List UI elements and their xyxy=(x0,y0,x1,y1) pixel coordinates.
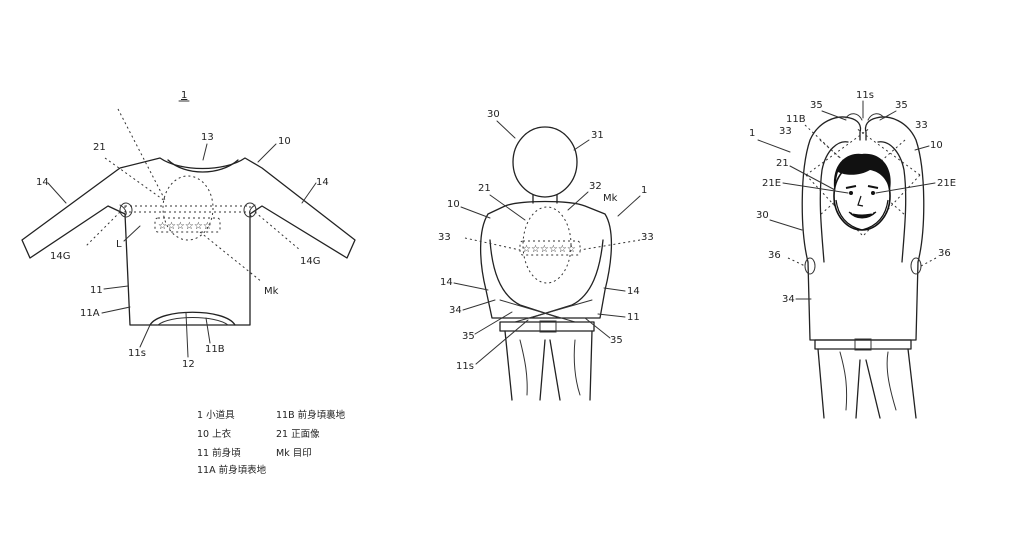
label-Mk: Mk xyxy=(264,286,279,297)
belt xyxy=(814,339,912,350)
person-legs xyxy=(817,348,917,419)
label-14g-left: 14G xyxy=(50,251,70,262)
legend: 1 小道具 10 上衣 11 前身頃 11A 前身頃表地 11B 前身頃裏地 2… xyxy=(197,409,346,476)
label-34: 34 xyxy=(449,305,462,316)
legend-item: 11A 前身頃表地 xyxy=(197,464,267,476)
label-11b: 11B xyxy=(786,114,806,125)
label-11s: 11s xyxy=(456,361,474,372)
label-1: 1 xyxy=(641,185,647,196)
label-14g-right: 14G xyxy=(300,256,320,267)
label-10: 10 xyxy=(930,140,943,151)
figure-2-person-arms-crossed: ☆☆☆☆☆☆ 30 31 21 32 1 Mk 10 33 33 14 14 3… xyxy=(438,109,654,401)
label-11s: 11s xyxy=(128,348,146,359)
label-21: 21 xyxy=(776,158,789,169)
label-35-right: 35 xyxy=(610,335,623,346)
person-shirt xyxy=(480,200,613,319)
face-portrait xyxy=(833,153,891,231)
marker-stars: ☆☆☆☆☆☆ xyxy=(158,221,212,232)
label-10: 10 xyxy=(447,199,460,210)
label-11s: 11s xyxy=(856,90,874,101)
shirt-collar xyxy=(167,159,239,173)
label-32: 32 xyxy=(589,181,602,192)
label-1: 1 xyxy=(749,128,755,139)
marker-stars: ☆☆☆☆☆☆ xyxy=(522,244,576,255)
person-legs xyxy=(504,330,593,401)
legend-item: Mk 目印 xyxy=(276,447,312,459)
label-35-right: 35 xyxy=(895,100,908,111)
label-30: 30 xyxy=(756,210,769,221)
label-30: 30 xyxy=(487,109,500,120)
label-14-right: 14 xyxy=(627,286,640,297)
label-14-right: 14 xyxy=(316,177,329,188)
label-10: 10 xyxy=(278,136,291,147)
label-21e-right: 21E xyxy=(937,178,956,189)
label-36-right: 36 xyxy=(938,248,951,259)
face-area-dotted xyxy=(162,175,214,241)
label-21e-left: 21E xyxy=(762,178,781,189)
label-36-left: 36 xyxy=(768,250,781,261)
label-21: 21 xyxy=(93,142,106,153)
face-area-dotted xyxy=(522,206,572,284)
label-11a: 11A xyxy=(80,308,100,319)
legend-item: 21 正面像 xyxy=(276,428,320,440)
label-13: 13 xyxy=(201,132,214,143)
figure-1-shirt: 1 ☆☆☆☆☆☆ 13 10 21 14 14 14G xyxy=(21,90,356,370)
label-33-right: 33 xyxy=(915,120,928,131)
label-12: 12 xyxy=(182,359,195,370)
label-11b: 11B xyxy=(205,344,225,355)
label-21: 21 xyxy=(478,183,491,194)
legend-item: 11B 前身頃裏地 xyxy=(276,409,346,421)
legend-item: 11 前身頃 xyxy=(197,447,241,459)
label-11: 11 xyxy=(627,312,640,323)
label-34: 34 xyxy=(782,294,795,305)
label-14-left: 14 xyxy=(36,177,49,188)
figure-1-title: 1 xyxy=(181,90,187,101)
person-shirt xyxy=(807,261,919,341)
shirt-hem-lining xyxy=(149,311,236,326)
shirt-outline xyxy=(21,157,356,326)
label-35-left: 35 xyxy=(810,100,823,111)
label-11: 11 xyxy=(90,285,103,296)
label-33-left: 33 xyxy=(779,126,792,137)
belt xyxy=(499,321,595,332)
label-33-right: 33 xyxy=(641,232,654,243)
label-L: L xyxy=(116,239,122,250)
label-14-left: 14 xyxy=(440,277,453,288)
label-31: 31 xyxy=(591,130,604,141)
legend-item: 1 小道具 xyxy=(197,409,235,421)
raised-arms xyxy=(801,116,925,263)
label-35-left: 35 xyxy=(462,331,475,342)
person-head xyxy=(512,126,578,198)
figure-3-person-arms-raised: 11s 35 35 11B 1 33 33 10 21 21E 21E 30 3… xyxy=(749,90,956,419)
legend-item: 10 上衣 xyxy=(197,428,232,440)
label-Mk: Mk xyxy=(603,193,618,204)
label-33-left: 33 xyxy=(438,232,451,243)
